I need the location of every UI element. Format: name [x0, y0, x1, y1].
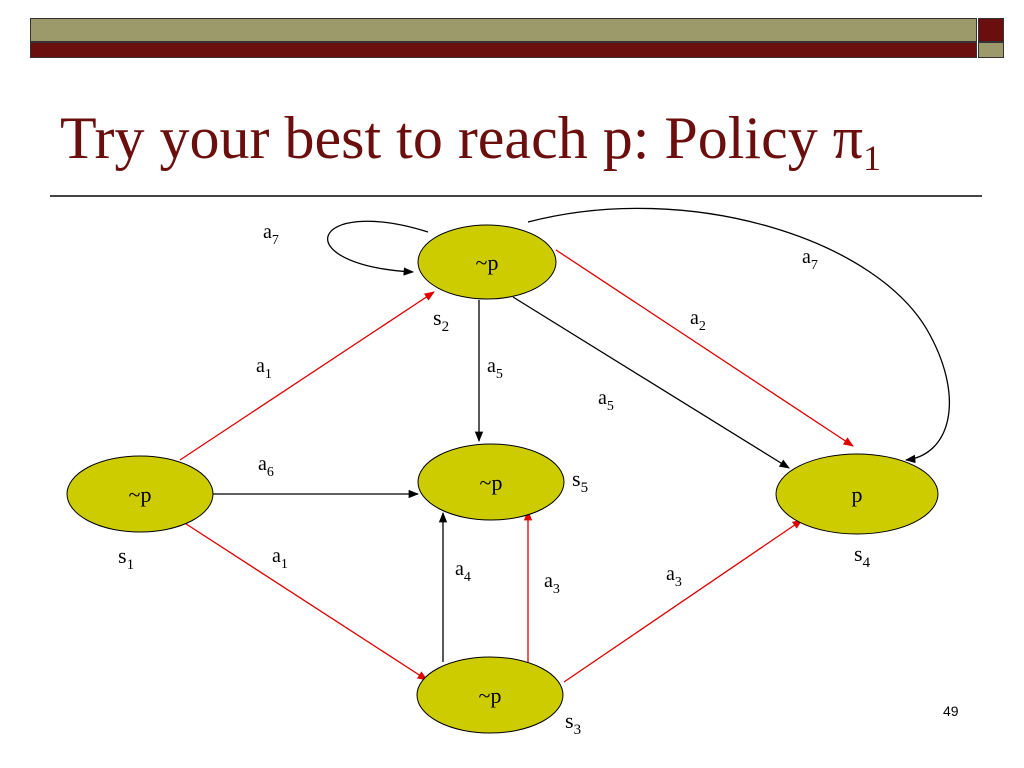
action-label-s2-s2-a7: a7 — [263, 221, 279, 248]
node-s5-label: ~p — [480, 470, 503, 495]
action-label-s1-s3-a1: a1 — [272, 545, 288, 572]
slide-title-pi-subscript: 1 — [863, 138, 882, 178]
title-underline — [50, 195, 982, 197]
action-label-s3-s4-a3: a3 — [666, 563, 682, 590]
edge-s3-s4-a3 — [563, 519, 803, 683]
node-s4-label: p — [852, 482, 863, 507]
node-s2: ~p — [417, 224, 557, 300]
header-square-red — [978, 18, 1004, 42]
state-label-s2: s2 — [433, 305, 449, 335]
state-label-s5: s5 — [572, 466, 588, 496]
action-label-s1-s2-a1: a1 — [256, 355, 272, 382]
action-label-s1-s5-a6: a6 — [258, 453, 274, 480]
header-square-olive — [978, 42, 1004, 58]
edge-s2-s4-a5 — [512, 296, 790, 469]
action-label-s3-s5-a4: a4 — [455, 558, 471, 585]
slide-title-pi: π — [832, 105, 864, 171]
edge-s2-s2-a7 — [327, 220, 429, 276]
node-s4: p — [775, 453, 939, 535]
action-label-s2-s4-a2: a2 — [690, 307, 706, 334]
header-bar-red — [30, 42, 977, 58]
edge-s2-s4-a7 — [527, 207, 950, 464]
state-label-s1: s1 — [118, 543, 134, 573]
node-s1: ~p — [66, 455, 214, 533]
node-s3-label: ~p — [479, 683, 502, 708]
edge-s1-s2-a1 — [179, 291, 435, 461]
action-label-s2-s5-a5: a5 — [487, 355, 503, 382]
slide-title-text: Try your best to reach p: Policy — [60, 105, 833, 171]
node-s3: ~p — [416, 656, 564, 734]
header-bar-olive — [30, 18, 977, 42]
edge-s1-s3-a1 — [179, 519, 428, 681]
edge-s2-s4-a2 — [555, 249, 854, 447]
action-label-s2-s4-a7: a7 — [802, 246, 818, 273]
action-label-s2-s4-a5: a5 — [598, 387, 614, 414]
slide-title: Try your best to reach p: Policy π1 — [60, 108, 881, 176]
action-label-s3-s5-a3: a3 — [544, 570, 560, 597]
node-s2-label: ~p — [476, 250, 499, 275]
page-number: 49 — [943, 703, 959, 719]
state-label-s4: s4 — [854, 541, 871, 571]
node-s5: ~p — [417, 443, 565, 521]
node-s1-label: ~p — [129, 482, 152, 507]
state-label-s3: s3 — [565, 708, 581, 738]
